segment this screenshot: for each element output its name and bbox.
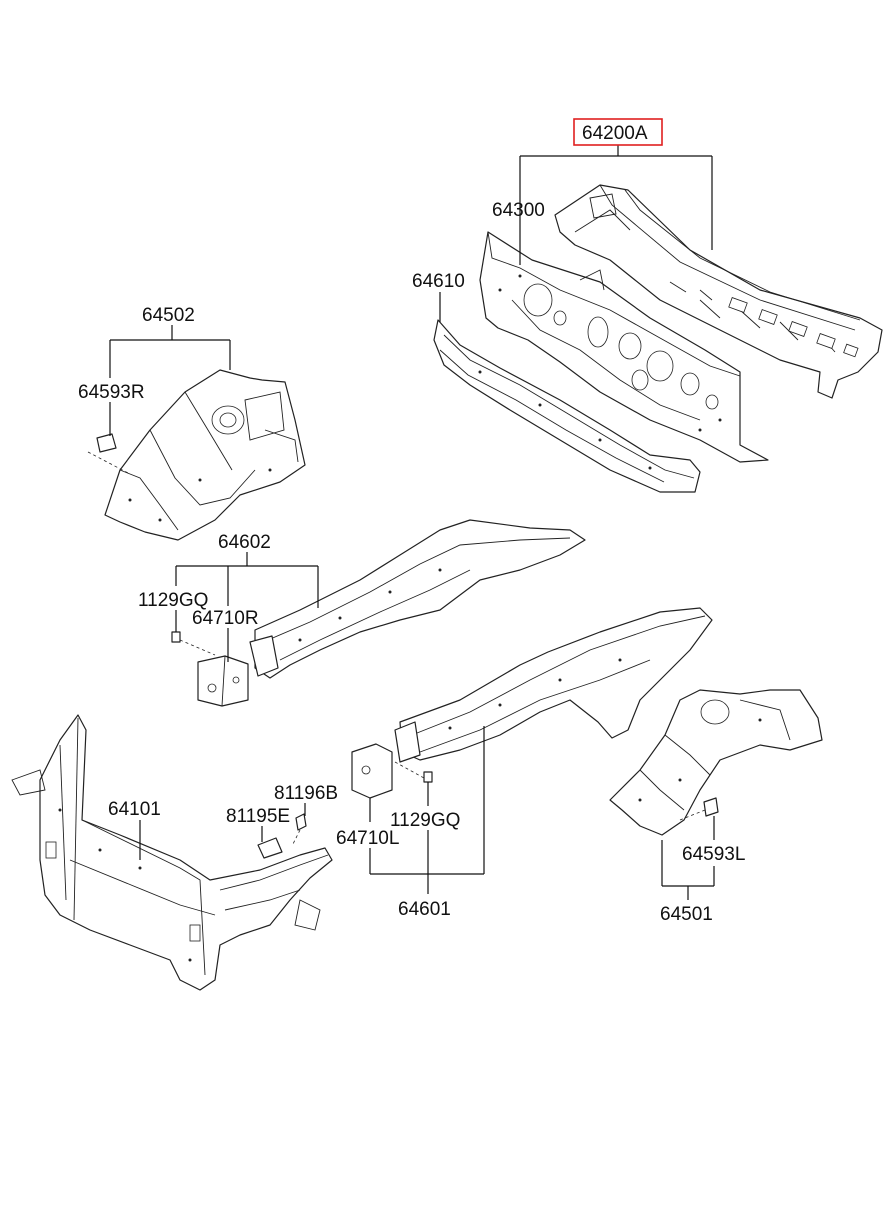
label-81196B: 81196B [274, 783, 338, 804]
leader-lines [109, 145, 715, 900]
side-member-64602 [249, 519, 586, 679]
label-64300: 64300 [492, 200, 545, 221]
label-64610: 64610 [412, 271, 465, 292]
label-81195E: 81195E [226, 806, 290, 827]
cross-member-64610 [433, 319, 701, 493]
label-64593L: 64593L [682, 844, 745, 865]
dash-panel [479, 231, 769, 463]
label-64710R: 64710R [192, 608, 259, 629]
label-64602: 64602 [218, 532, 271, 553]
bolt-1129GQ-top [171, 631, 216, 656]
label-1129GQ-top: 1129GQ [138, 590, 208, 611]
label-64101: 64101 [108, 799, 161, 820]
label-1129GQ-bottom: 1129GQ [390, 810, 460, 831]
label-64200A: 64200A [582, 123, 648, 144]
clip-81196B [291, 813, 307, 847]
radiator-support-64101 [11, 714, 333, 991]
highlight-box [573, 118, 663, 146]
label-64601: 64601 [398, 899, 451, 920]
wheel-apron-64501 [609, 689, 823, 836]
bracket-64593L [679, 797, 719, 821]
bolt-1129GQ-bottom [394, 761, 433, 783]
label-64502: 64502 [142, 305, 195, 326]
clip-81195E [257, 837, 283, 859]
label-64593R: 64593R [78, 382, 145, 403]
side-member-64601 [394, 607, 713, 763]
bracket-64593R [87, 433, 131, 475]
wheel-apron-64502 [104, 369, 306, 541]
cowl-panel-64300 [554, 184, 883, 399]
bracket-64710R [197, 655, 249, 707]
label-64710L: 64710L [336, 828, 399, 849]
label-64501: 64501 [660, 904, 713, 925]
bracket-64710L [351, 743, 393, 799]
